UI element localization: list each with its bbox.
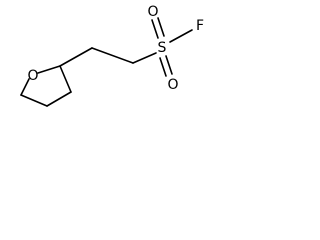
molecule-structure: O S F O O <box>20 4 204 107</box>
bond-c2-ca <box>59 47 93 67</box>
bond-o-c2 <box>37 65 61 74</box>
atom-fluorine: F <box>196 18 204 34</box>
bond-c4-c5 <box>20 94 48 107</box>
bond-s-o-bottom-a <box>159 57 167 77</box>
bond-s-f <box>169 29 193 43</box>
sulfonyl-fluoride-group <box>151 17 193 77</box>
bond-ca-cb <box>91 47 134 64</box>
atom-ring-oxygen: O <box>27 68 38 84</box>
atom-oxygen-top: O <box>147 4 158 20</box>
bond-c5-o <box>20 78 30 96</box>
bond-s-o-top-a <box>151 19 159 39</box>
bond-c3-c4 <box>46 91 72 107</box>
bond-s-o-bottom-b <box>165 55 173 75</box>
atom-oxygen-bottom: O <box>167 77 178 93</box>
atom-sulfur: S <box>158 40 167 56</box>
bond-cb-s <box>132 52 157 64</box>
bond-s-o-top-b <box>157 17 165 37</box>
ethyl-chain <box>59 47 157 67</box>
atom-labels: O S F O O <box>27 4 204 93</box>
bond-c2-c3 <box>59 65 72 93</box>
thf-ring <box>20 65 72 107</box>
